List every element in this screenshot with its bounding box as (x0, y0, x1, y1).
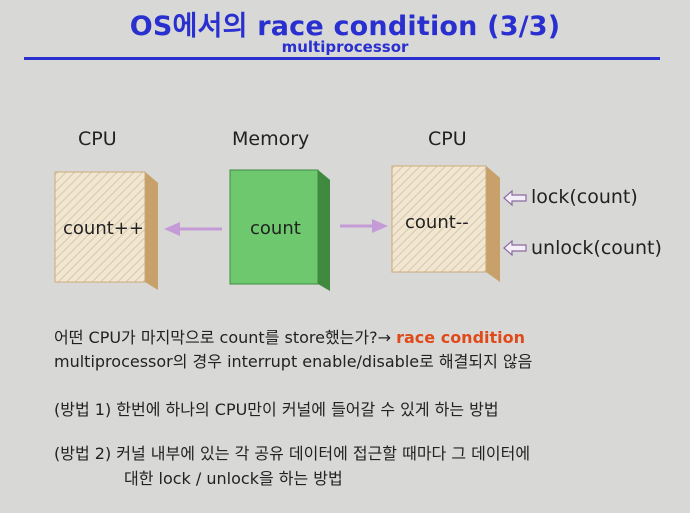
method-2-line-1: (방법 2) 커널 내부에 있는 각 공유 데이터에 접근할 때마다 그 데이터… (54, 444, 531, 463)
race-condition-highlight: race condition (396, 328, 526, 347)
race-condition-diagram (54, 165, 527, 291)
memory-block (229, 169, 330, 291)
body-line-1: 어떤 CPU가 마지막으로 count를 store했는가?→ race con… (54, 324, 525, 348)
method-1: (방법 1) 한번에 하나의 CPU만이 커널에 들어갈 수 있게 하는 방법 (54, 400, 499, 419)
arrow-to-left-cpu (164, 222, 222, 236)
lock-arrow-icon (503, 189, 527, 207)
right-cpu-count-decrement: count-- (405, 212, 469, 233)
left-cpu-count-increment: count++ (63, 218, 144, 239)
body-line-2: multiprocessor의 경우 interrupt enable/disa… (54, 352, 533, 371)
lock-label: lock(count) (531, 186, 638, 208)
memory-label: Memory (232, 128, 310, 150)
right-cpu-label: CPU (428, 128, 467, 150)
unlock-label: unlock(count) (531, 237, 662, 259)
slide-title: OS에서의 race condition (3/3) (129, 11, 561, 42)
method-2-line-2: 대한 lock / unlock을 하는 방법 (124, 469, 343, 488)
unlock-arrow-icon (503, 239, 527, 257)
title-divider (24, 57, 660, 60)
memory-count: count (250, 218, 301, 239)
left-cpu-label: CPU (78, 128, 117, 150)
slide-subtitle: multiprocessor (281, 38, 409, 56)
race-question: 어떤 CPU가 마지막으로 count를 store했는가?→ (54, 328, 397, 347)
right-cpu-block (391, 165, 500, 282)
arrow-to-right-cpu (340, 219, 388, 233)
left-cpu-block (54, 171, 158, 290)
